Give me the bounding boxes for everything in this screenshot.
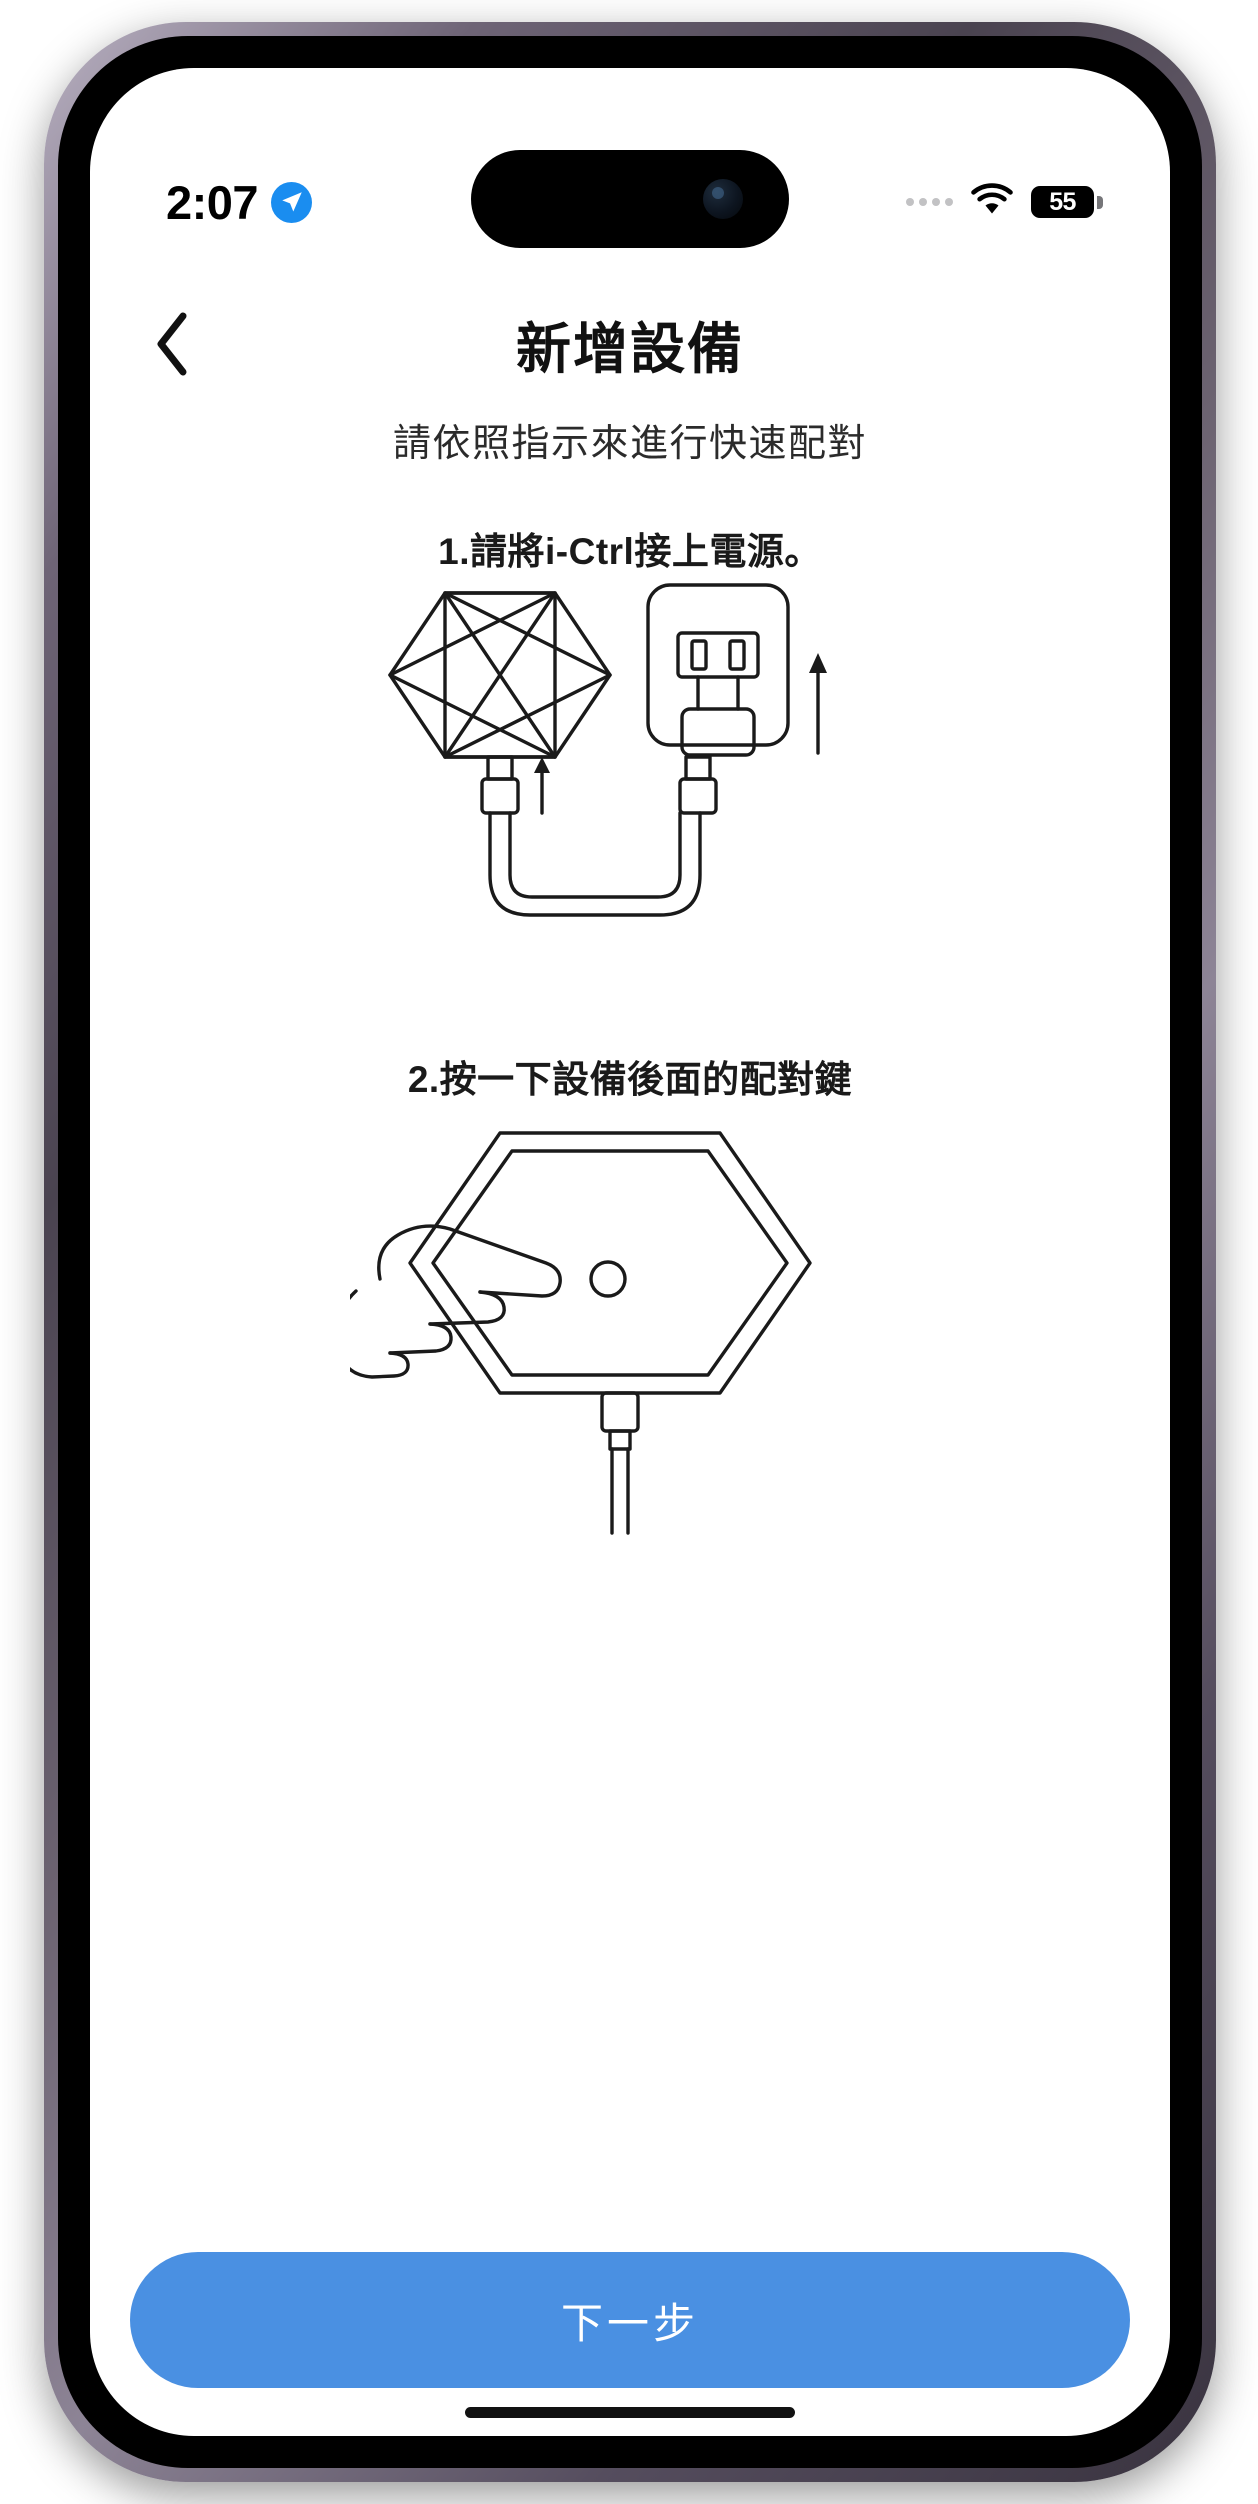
status-bar-right: 55 — [906, 182, 1103, 222]
page-title: 新增設備 — [515, 318, 744, 380]
next-button[interactable]: 下一步 — [130, 2252, 1130, 2388]
step-2-illustration-wrapper — [130, 1103, 1130, 1573]
next-button-label: 下一步 — [560, 2299, 699, 2347]
step-1-illustration-wrapper — [130, 575, 1130, 995]
step-1-label: 1.請將i-Ctrl接上電源。 — [438, 531, 822, 572]
phone-frame: 2:07 — [44, 22, 1216, 2482]
wifi-icon — [969, 182, 1015, 222]
device-hexagon-usb-cable-power-adapter-illustration — [388, 583, 827, 917]
step-2-label: 2.按一下設備後面的配對鍵 — [407, 1059, 853, 1100]
hand-pressing-pairing-button-hexagon-illustration — [350, 1131, 812, 1535]
phone-screen: 2:07 — [90, 68, 1170, 2436]
instructions-content: 請依照指示來進行快速配對 1.請將i-Ctrl接上電源。 — [90, 398, 1170, 2436]
status-clock: 2:07 — [166, 175, 259, 229]
instructions-subtitle: 請依照指示來進行快速配對 — [392, 423, 867, 465]
back-button[interactable] — [136, 307, 210, 381]
phone-bezel: 2:07 — [58, 36, 1202, 2468]
location-arrow-icon — [271, 181, 313, 223]
nav-header: 新增設備 — [90, 284, 1170, 404]
front-camera-icon — [703, 179, 743, 219]
status-bar: 2:07 — [90, 160, 1170, 244]
dynamic-island[interactable] — [471, 150, 789, 248]
status-bar-left: 2:07 — [166, 175, 313, 230]
home-indicator[interactable] — [465, 2407, 795, 2418]
battery-icon: 55 — [1031, 186, 1103, 218]
battery-percent-label: 55 — [1049, 187, 1076, 216]
signal-dots-icon — [906, 198, 953, 206]
